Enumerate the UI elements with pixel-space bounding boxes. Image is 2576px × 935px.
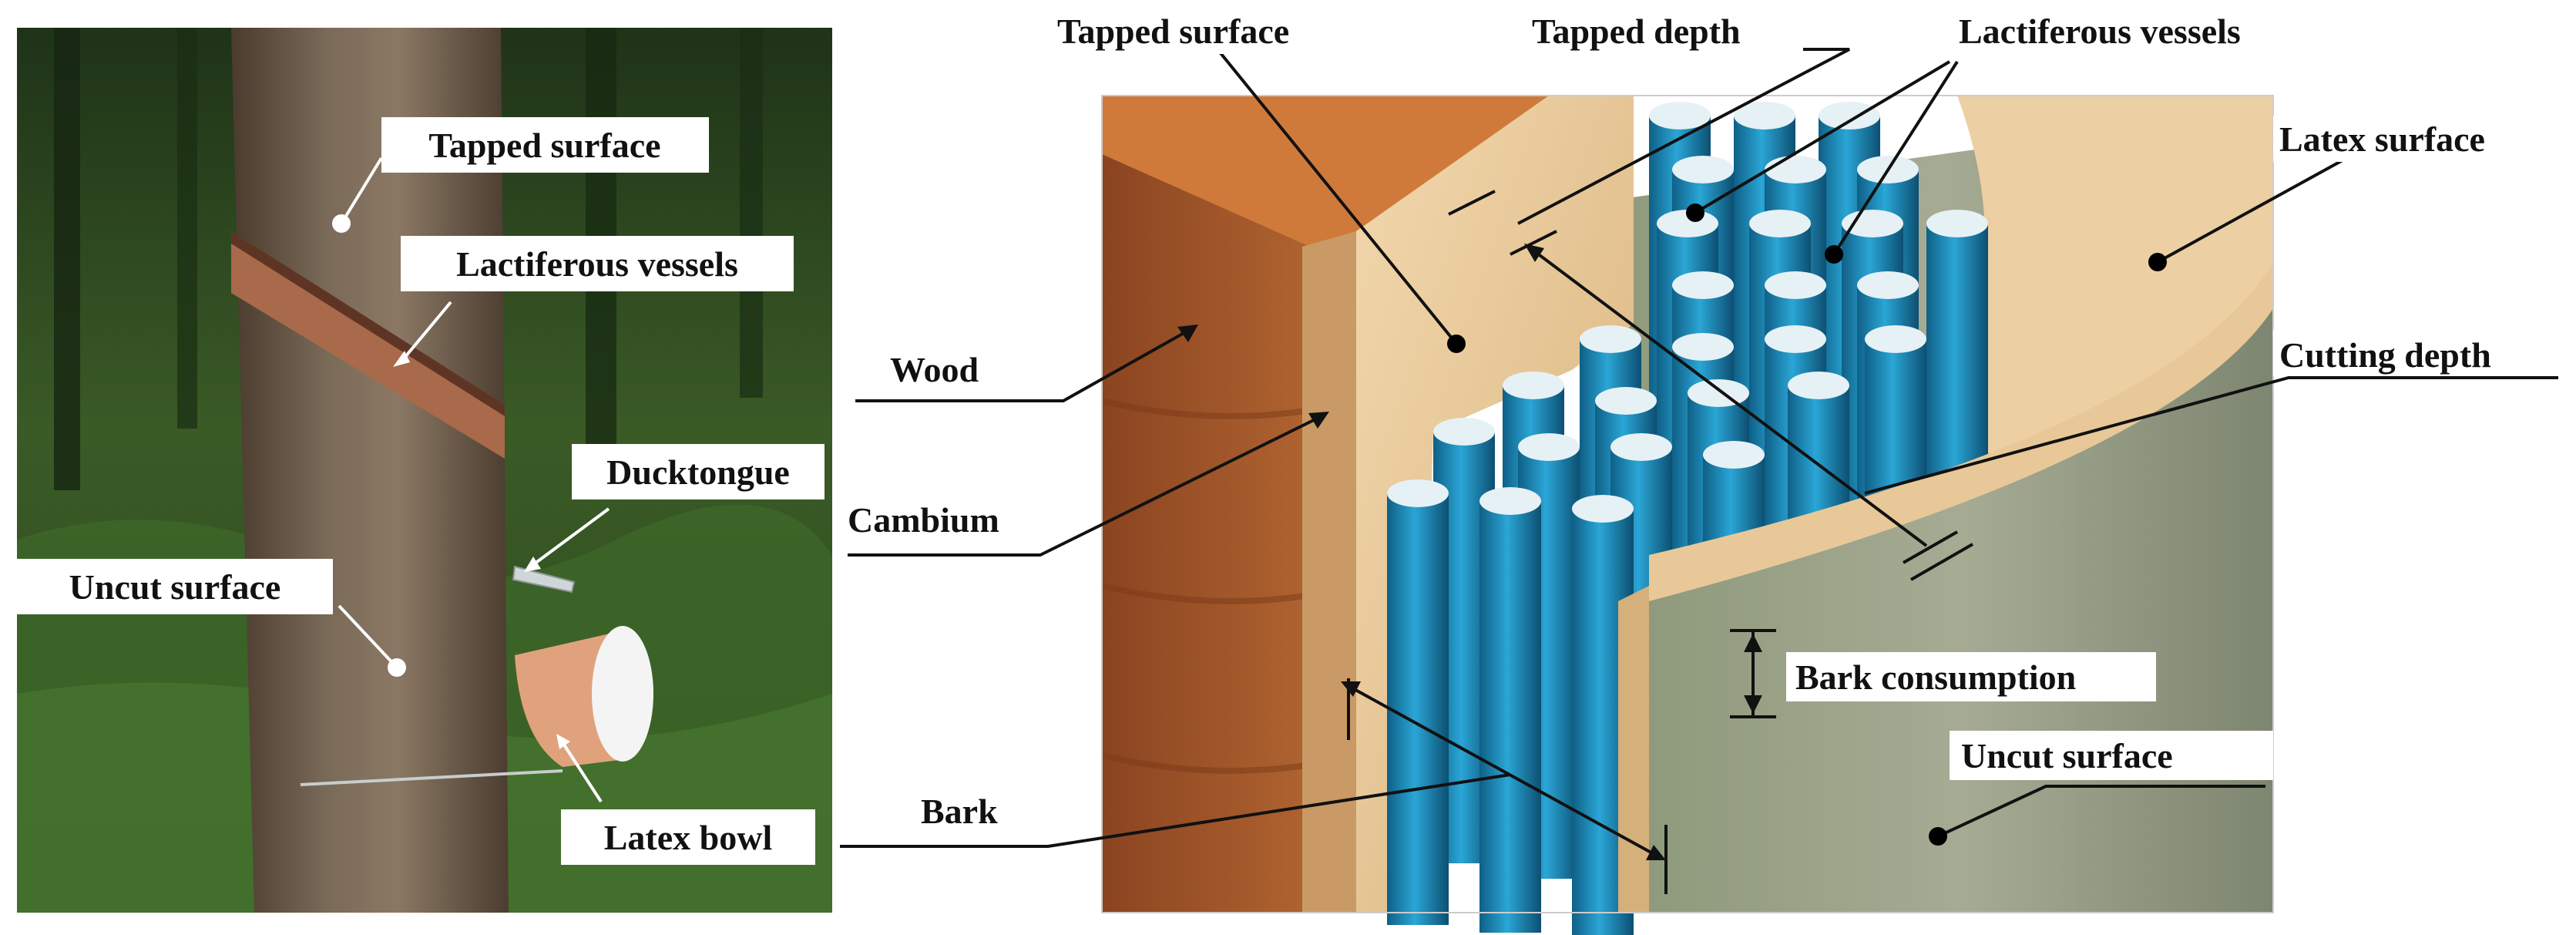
leader-dot (1686, 203, 1704, 222)
leader-arrow (1177, 325, 1198, 342)
leader-dot (388, 658, 406, 677)
latex-surface (1649, 96, 2273, 586)
dimension-arrow (1341, 681, 1361, 697)
leader-arrow (524, 557, 541, 572)
dimension-arrow (1744, 695, 1762, 714)
dimension-line (1348, 684, 1657, 857)
leader-line (848, 415, 1322, 557)
label-box (561, 809, 815, 865)
label-box (1526, 8, 1803, 54)
vessel (1479, 487, 1541, 933)
leader-dot (1825, 245, 1843, 264)
label-box (401, 236, 794, 291)
leader-line (559, 738, 603, 803)
leader-line (1694, 60, 1951, 214)
dimension-arrow (1744, 634, 1762, 652)
diagram-label-cutting-depth: Cutting depth (2279, 335, 2491, 375)
photo-label-tapped-surface: Tapped surface (428, 126, 660, 165)
leader-line (1864, 376, 2558, 495)
dimension-tick (1448, 190, 1496, 216)
label-box (1048, 8, 1372, 54)
diagram-label-cambium: Cambium (848, 500, 999, 540)
leader-line (840, 773, 1511, 848)
leader-dot (1447, 335, 1466, 353)
dimension-tick (1910, 543, 1973, 581)
leader-line (338, 604, 398, 669)
leader-line (1832, 60, 1959, 256)
leader-line (340, 156, 383, 225)
diagram-label-tapped-surface: Tapped surface (1057, 12, 1289, 51)
label-box (1950, 8, 2343, 54)
leader-dot (1929, 827, 1947, 846)
bark-front-edge (1618, 586, 1649, 913)
label-box (1950, 731, 2273, 780)
dimension-arrow (1646, 845, 1666, 860)
background-tree (54, 28, 80, 490)
photo-label-latex-bowl: Latex bowl (604, 818, 773, 857)
diagram-label-uncut-surface: Uncut surface (1961, 736, 2173, 775)
leader-line (399, 301, 452, 364)
dimension-tick (1903, 530, 1958, 564)
leader-line (855, 330, 1187, 402)
dimension-line (1532, 249, 1928, 547)
leader-arrow (1308, 412, 1329, 429)
leader-line (1937, 785, 2265, 838)
wood-block (1102, 96, 1356, 913)
latex-surface-lip (1649, 262, 2273, 601)
background-tree (740, 28, 763, 398)
label-box (381, 117, 709, 173)
leader-arrow (393, 351, 410, 367)
diagram-frame (1101, 95, 2274, 913)
label-box (2273, 116, 2558, 162)
label-box (1786, 652, 2156, 701)
dimension-arrow (1524, 244, 1544, 262)
label-box (17, 559, 333, 614)
leader-arrow (556, 734, 570, 749)
tapped-surface (1356, 96, 1634, 913)
background-tree (177, 28, 197, 429)
diagram-label-wood: Wood (890, 350, 979, 389)
diagram-label-bark: Bark (921, 792, 998, 831)
tapping-cut-edge (231, 231, 505, 416)
label-box (572, 444, 825, 499)
diagram-label-latex-surface: Latex surface (2279, 119, 2485, 159)
tree-photo: Tapped surface Lactiferous vessels Duckt… (17, 28, 832, 913)
leader-line (530, 507, 610, 567)
bowl-wire (300, 769, 563, 786)
ducktongue (512, 565, 576, 594)
photo-label-uncut-surface: Uncut surface (69, 567, 281, 607)
vessel (1387, 479, 1449, 925)
photo-label-ducktongue: Ducktongue (606, 452, 790, 492)
tapping-cut (231, 231, 505, 459)
tapping-diagram: Tapped surface Tapped depth Lactiferous … (840, 8, 2566, 935)
diagram-label-bark-consumption: Bark consumption (1795, 658, 2076, 697)
diagram-label-tapped-depth: Tapped depth (1532, 12, 1741, 51)
label-box (2273, 330, 2566, 376)
diagram-label-lactiferous-vessels: Lactiferous vessels (1959, 12, 2241, 51)
latex-bowl-rim (592, 626, 653, 762)
leader-dot (332, 214, 351, 233)
leader-dot (2148, 253, 2167, 271)
dimension-tick (1510, 230, 1557, 256)
cambium-strip (1302, 231, 1356, 913)
photo-label-lactiferous-vessels: Lactiferous vessels (456, 244, 738, 284)
